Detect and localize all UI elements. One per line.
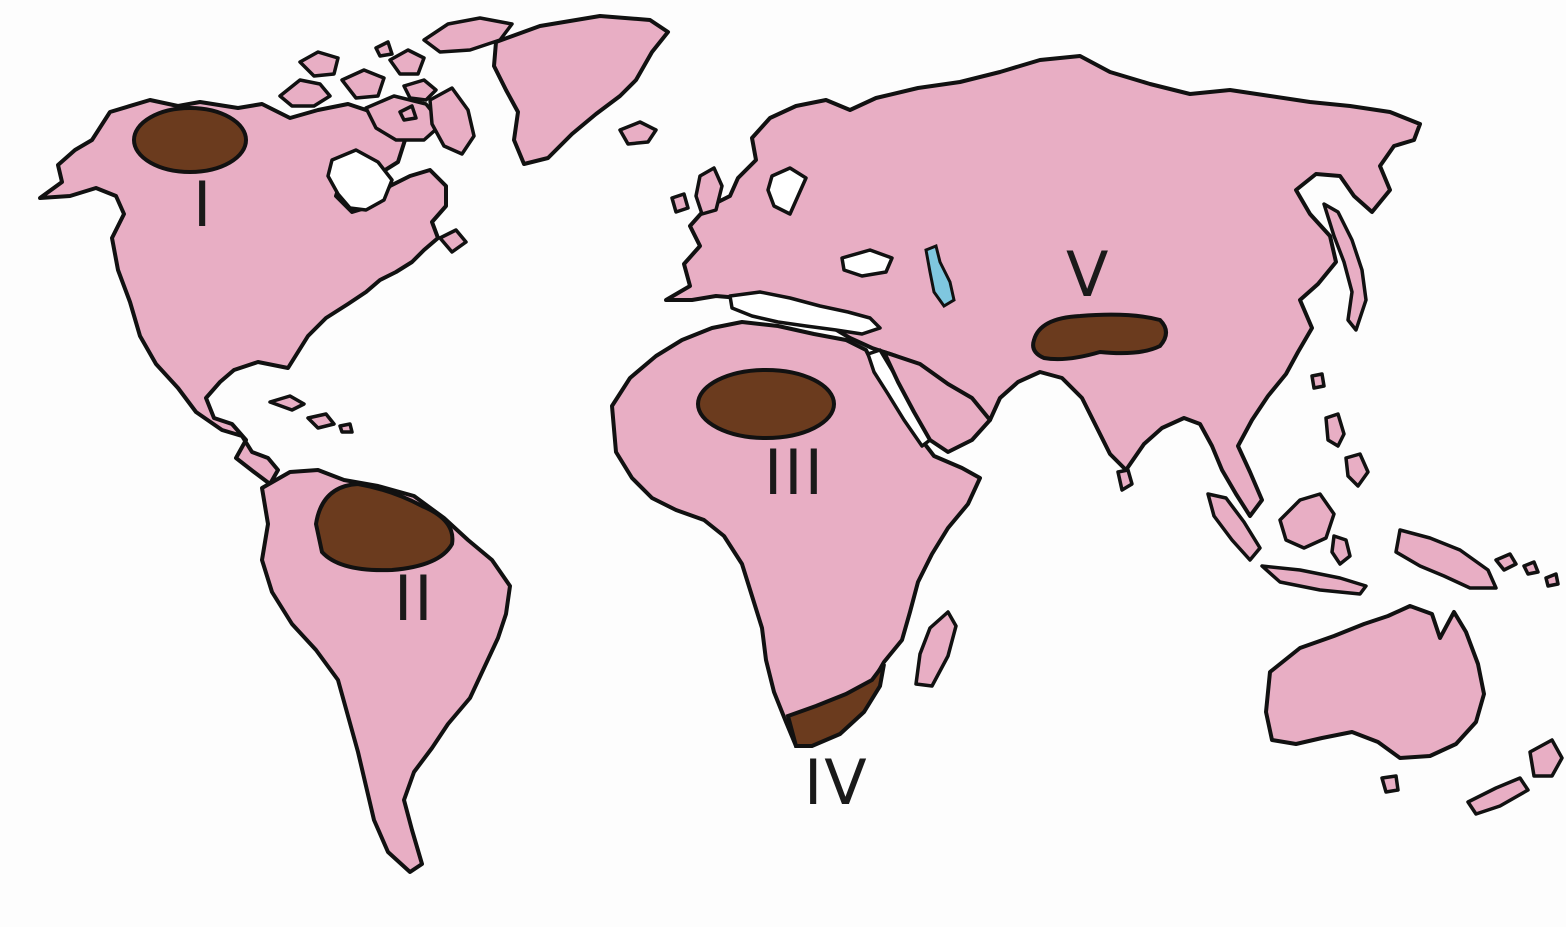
sulawesi [1330, 534, 1352, 566]
region-label-v: V [1066, 238, 1110, 311]
region-label-iv: IV [804, 746, 869, 819]
ireland [670, 192, 690, 214]
philippines [1344, 452, 1370, 488]
arctic-island [298, 50, 340, 78]
arctic-island [398, 104, 418, 122]
landmass-greenland [492, 14, 670, 166]
newfoundland [438, 228, 468, 254]
philippines [1324, 412, 1346, 448]
new-zealand [1466, 776, 1530, 816]
region-v-area [1031, 312, 1168, 362]
region-iv-area [785, 662, 886, 748]
pacific-island [1494, 552, 1518, 572]
region-label-i: I [193, 168, 213, 241]
region-label-iii: III [764, 436, 825, 509]
taiwan [1310, 372, 1326, 390]
region-ii-area [313, 481, 455, 573]
sumatra [1206, 492, 1262, 562]
new-guinea [1394, 528, 1498, 590]
pacific-island [1522, 560, 1540, 576]
pacific-island [1544, 572, 1560, 588]
arctic-island [340, 68, 386, 100]
japan [1322, 202, 1368, 332]
caribbean-island [268, 394, 306, 412]
new-zealand [1528, 738, 1564, 778]
sri-lanka [1116, 468, 1134, 492]
region-label-ii: II [394, 562, 435, 635]
black-sea [840, 248, 894, 278]
mediterranean-sea [728, 290, 882, 336]
arctic-island [422, 16, 514, 54]
hudson-bay [326, 148, 394, 212]
landmass-north-america [38, 98, 448, 486]
landmass-australia [1264, 604, 1486, 760]
arctic-island [388, 48, 426, 76]
region-iii-area [696, 368, 836, 440]
landmass-africa [610, 320, 982, 748]
baltic-sea [766, 166, 808, 216]
madagascar [914, 610, 958, 688]
great-britain [694, 166, 724, 216]
baffin-island [428, 86, 476, 156]
arctic-island [402, 78, 438, 102]
landmass-south-america [260, 468, 512, 874]
landmass-arabia [882, 350, 992, 454]
caspian-sea [924, 243, 956, 308]
caribbean-island [338, 422, 354, 434]
arctic-island [278, 78, 332, 108]
tasmania [1380, 774, 1400, 794]
borneo [1278, 492, 1336, 550]
iceland [618, 120, 658, 146]
java [1260, 564, 1368, 596]
caribbean-island [306, 412, 336, 430]
region-i-area [132, 106, 248, 174]
arctic-island [374, 40, 394, 58]
